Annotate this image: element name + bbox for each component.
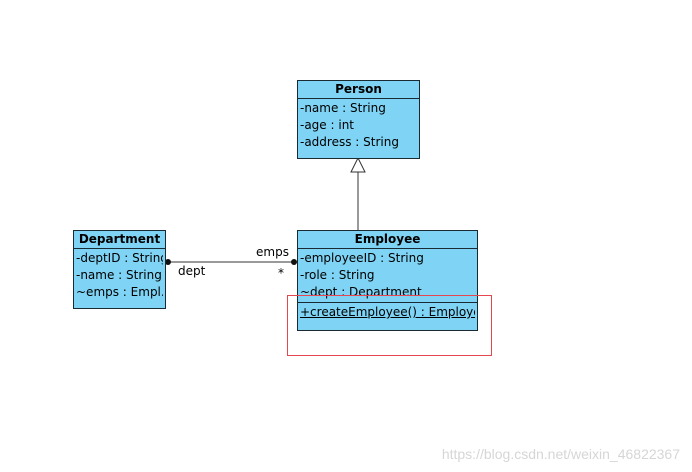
class-person[interactable]: Person -name : String -age : int -addres… — [297, 80, 420, 159]
association-end-dot-employee — [291, 259, 297, 265]
association-end-dot-department — [165, 259, 171, 265]
role-label-dept: dept — [178, 264, 206, 278]
class-employee-title: Employee — [298, 231, 477, 249]
operation: +createEmployee() : Employee — [300, 305, 475, 319]
attribute: -employeeID : String — [300, 251, 424, 265]
attribute: -name : String — [76, 268, 162, 282]
highlight-box — [287, 295, 492, 356]
generalization-arrowhead — [350, 156, 366, 173]
attribute: ~emps : Empl... — [76, 285, 163, 299]
class-department[interactable]: Department -deptID : String -name : Stri… — [73, 230, 166, 309]
attribute: -role : String — [300, 268, 375, 282]
attribute: -age : int — [300, 118, 354, 132]
watermark: https://blog.csdn.net/weixin_46822367 — [441, 446, 680, 462]
role-label-emps: emps — [256, 245, 289, 259]
class-person-attributes: -name : String -age : int -address : Str… — [298, 99, 419, 152]
class-department-title: Department — [74, 231, 165, 249]
attribute: -address : String — [300, 135, 399, 149]
multiplicity-label: * — [278, 266, 284, 280]
class-person-title: Person — [298, 81, 419, 99]
class-employee-operations: +createEmployee() : Employee — [298, 302, 477, 322]
class-department-attributes: -deptID : String -name : String ~emps : … — [74, 249, 165, 302]
attribute: -name : String — [300, 101, 386, 115]
attribute: -deptID : String — [76, 251, 163, 265]
class-employee[interactable]: Employee -employeeID : String -role : St… — [297, 230, 478, 331]
